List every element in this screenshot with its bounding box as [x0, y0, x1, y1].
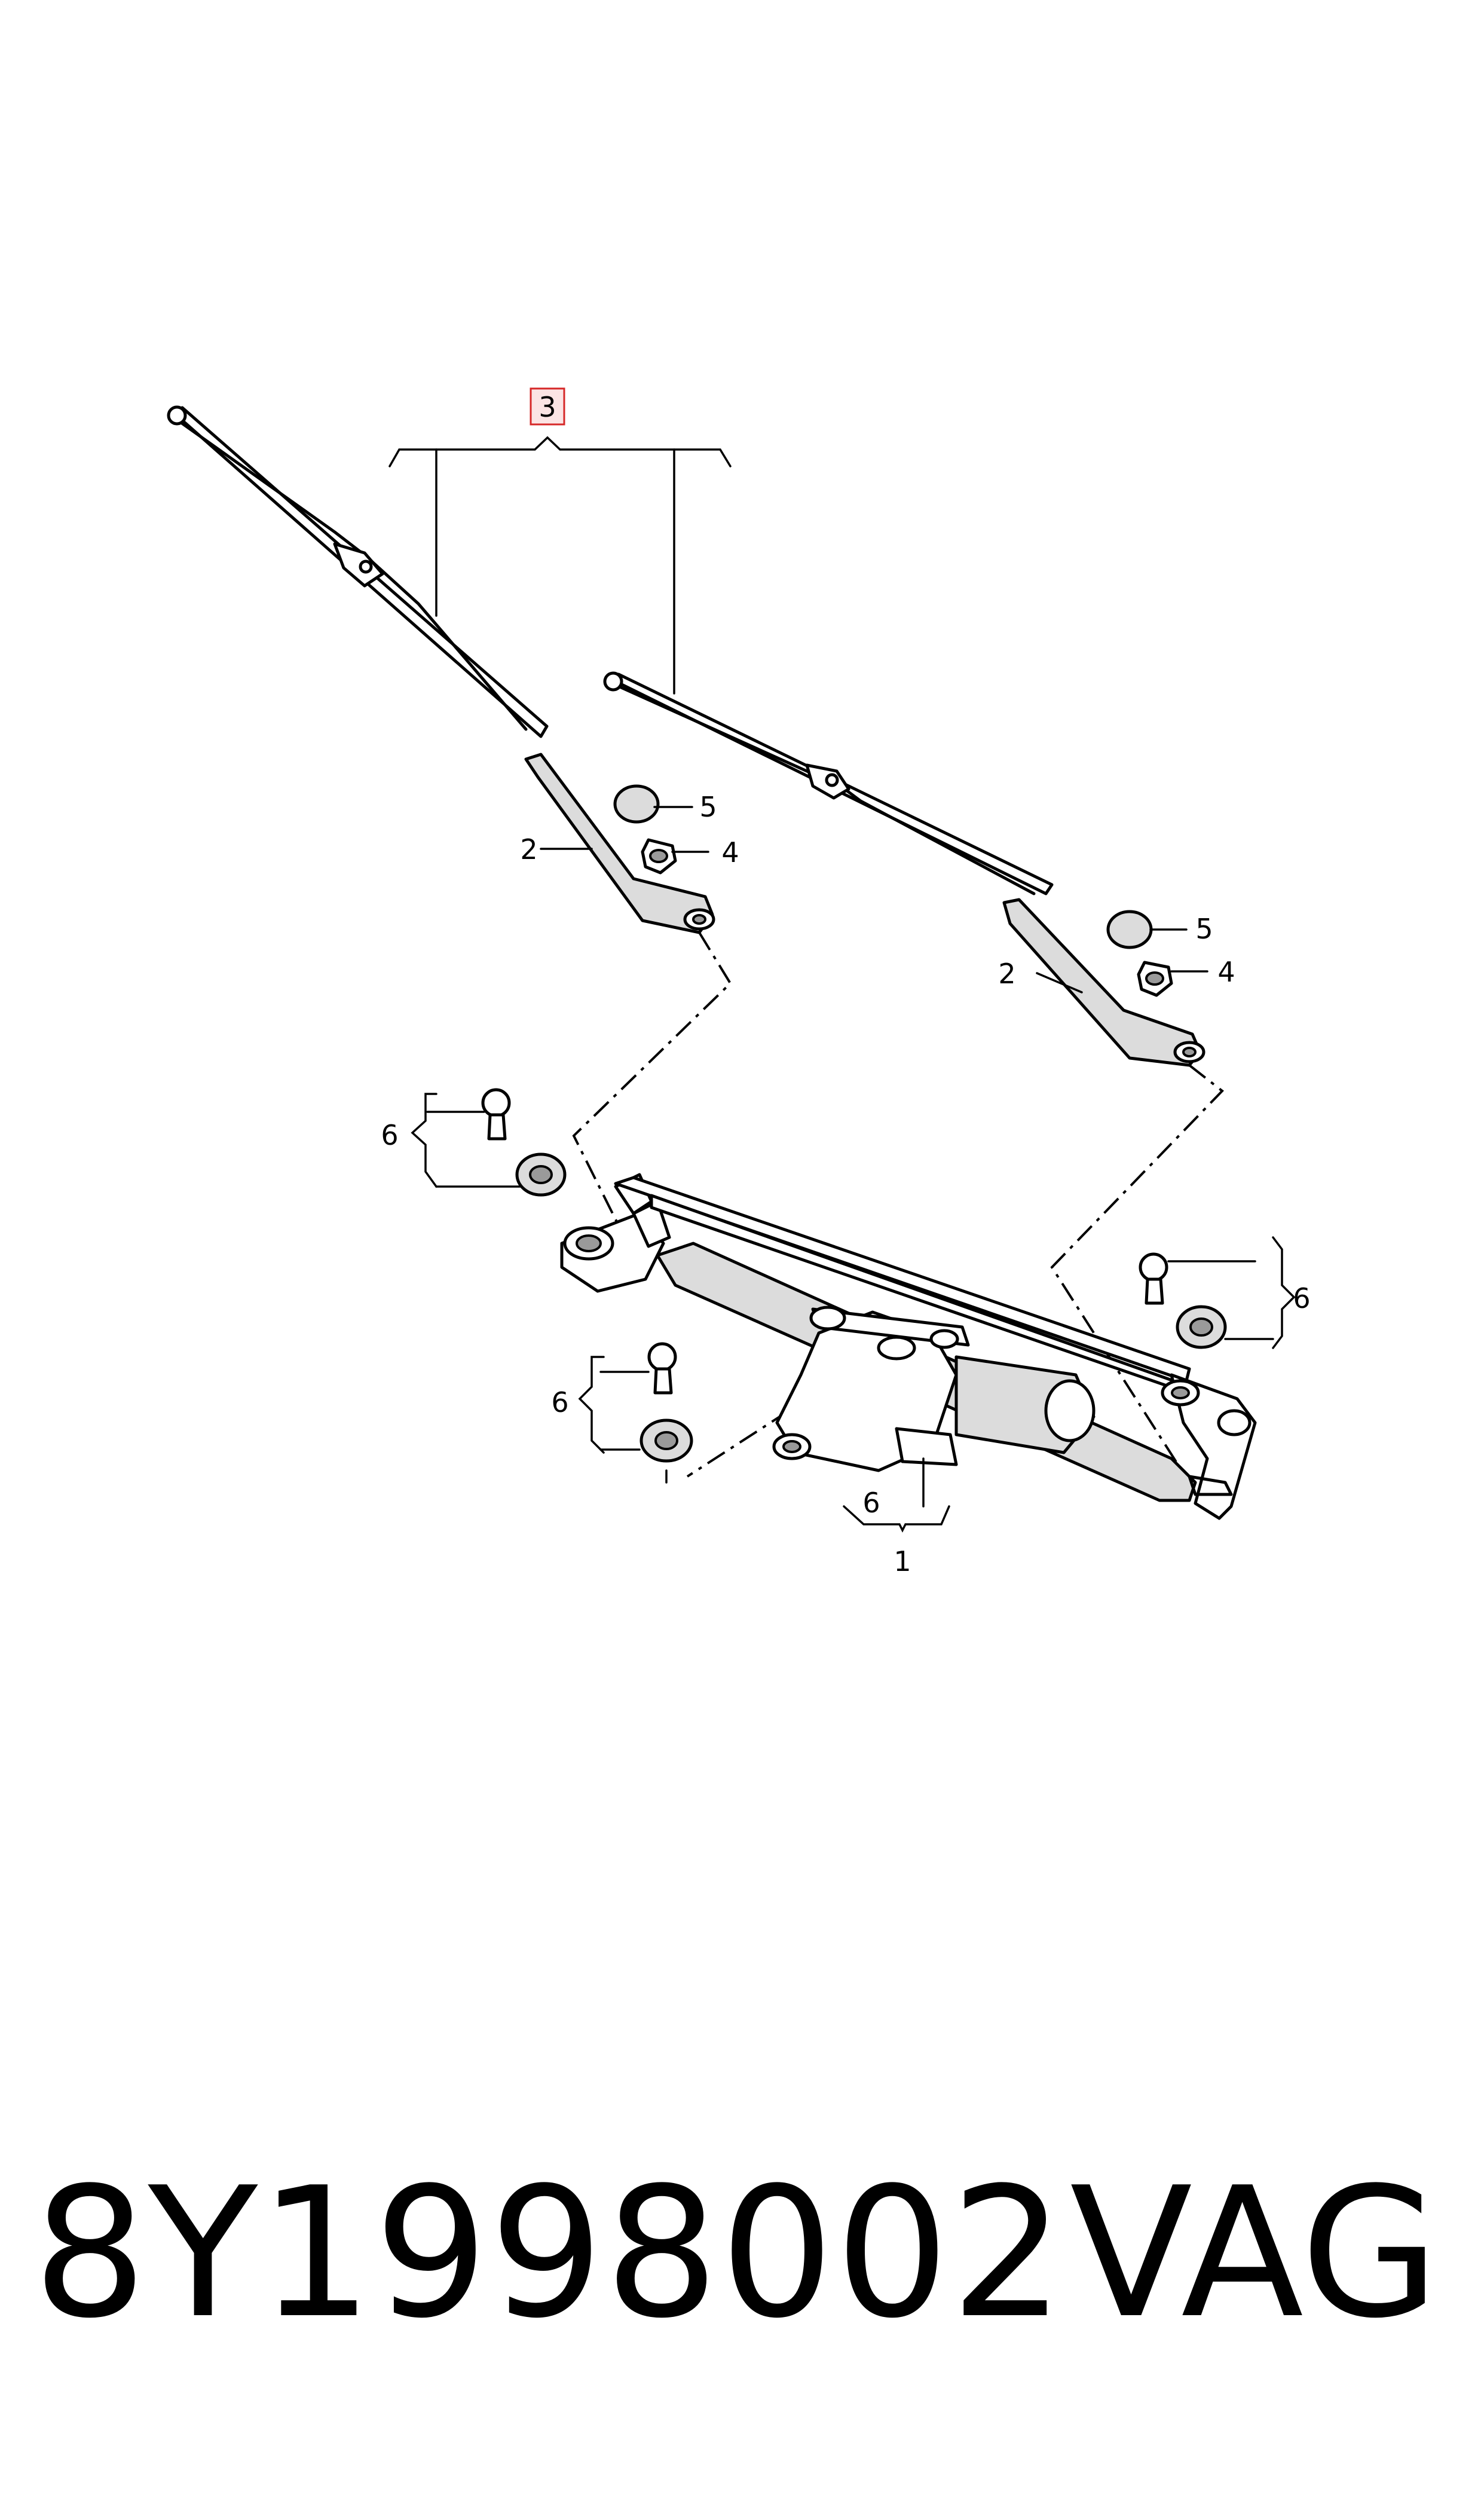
- callout-1[interactable]: 1: [894, 1545, 911, 1578]
- wiper-linkage-assembly: [560, 1173, 1257, 1520]
- callout-2-right[interactable]: 2: [998, 958, 1015, 990]
- leaders: [411, 806, 1296, 1533]
- callout-5-left[interactable]: 5: [699, 791, 717, 823]
- wiper-arm-right: [1002, 898, 1205, 1067]
- callout-3-group[interactable]: 3: [388, 387, 732, 695]
- callout-3-bracket: [388, 436, 732, 467]
- wiper-arm-left: [524, 753, 715, 934]
- callout-6-lower-left[interactable]: 6: [551, 1386, 568, 1419]
- callout-5-right[interactable]: 5: [1195, 913, 1213, 945]
- alignment-line-right: [1050, 1064, 1224, 1484]
- callout-4-right[interactable]: 4: [1217, 956, 1235, 988]
- cap-and-nut-right: [1106, 910, 1173, 997]
- callout-6-right[interactable]: 6: [1293, 1282, 1310, 1314]
- pivot-bolt-right: [1139, 1252, 1227, 1349]
- callout-2-left[interactable]: 2: [520, 833, 537, 866]
- callout-4-left[interactable]: 4: [721, 836, 739, 869]
- cap-and-nut-left: [613, 784, 677, 875]
- part-number: 8Y1998002: [33, 2149, 1066, 2358]
- callout-3[interactable]: 3: [538, 391, 556, 423]
- callout-6-left-upper[interactable]: 6: [381, 1119, 398, 1151]
- callout-6-lower-center[interactable]: 6: [862, 1487, 880, 1519]
- brand-name: VAG: [1070, 2149, 1440, 2358]
- wiper-blade-left: [167, 405, 549, 738]
- callout-3-highlight[interactable]: [530, 387, 565, 426]
- pivot-bolt-left-upper: [481, 1088, 567, 1197]
- alignment-line-left: [572, 931, 732, 1232]
- alignment-line-lower: [686, 1410, 790, 1478]
- pivot-bolt-lower-left: [640, 1342, 693, 1484]
- wiper-blade-right: [603, 671, 1054, 895]
